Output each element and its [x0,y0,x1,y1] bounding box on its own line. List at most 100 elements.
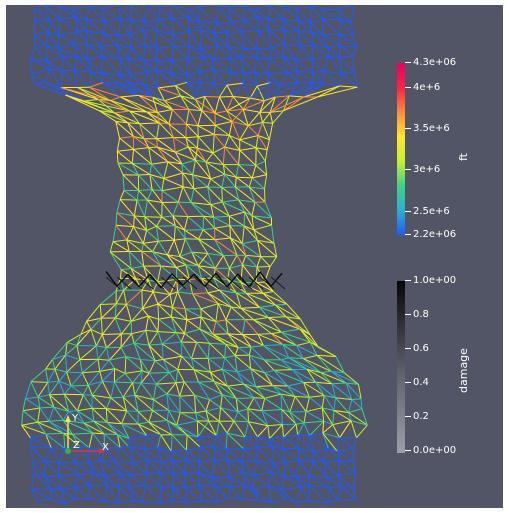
mesh-edge [214,239,238,256]
mesh-edge [252,174,267,179]
mesh-edge [257,333,283,346]
mesh-edge [337,451,341,462]
mesh-edge [177,369,185,383]
mesh-edge [180,342,183,357]
mesh-edge [131,163,139,176]
mesh-edge [156,45,175,49]
mesh-edge [264,372,288,387]
mesh-edge [186,434,198,438]
mesh-edge [156,48,158,61]
mesh-edge [281,486,302,491]
mesh-edge [115,224,134,228]
mesh-edge [244,211,253,217]
mesh-edge [197,436,201,448]
damage-colorbar-gradient [397,281,405,453]
mesh-edge [156,137,174,140]
mesh-edge [218,96,228,112]
mesh-edge [84,99,99,102]
mesh-edge [231,21,242,33]
mesh-edge [256,256,262,268]
mesh-edge [214,239,224,256]
mesh-edge [121,423,147,437]
mesh-edge [48,406,55,422]
mesh-plot[interactable] [6,5,503,508]
mesh-edge [215,435,227,450]
mesh-edge [58,475,76,489]
mesh-edge [256,57,270,60]
mesh-edge [187,47,191,59]
mesh-edge [212,32,219,46]
mesh-edge [58,380,65,395]
mesh-edge [197,265,203,279]
mesh-edge [120,473,131,476]
mesh-edge [226,97,251,112]
mesh-edge [222,147,226,165]
mesh-edge [99,34,106,47]
mesh-edge [305,407,323,413]
mesh-edge [177,291,193,295]
mesh-edge [199,317,202,330]
mesh-edge [215,421,220,436]
mesh-edge [181,355,195,370]
mesh-edge [180,341,192,359]
mesh-edge [339,437,355,449]
mesh-edge [204,83,216,97]
mesh-edge [314,451,324,462]
mesh-edge [119,74,130,84]
mesh-edge [214,83,228,86]
mesh-edge [214,267,228,280]
mesh-edge [231,56,240,60]
mesh-edge [328,487,338,501]
mesh-edge [350,420,368,426]
mesh-edge [176,264,186,268]
mesh-edge [199,447,216,461]
mesh-edge [45,477,51,489]
mesh-edge [142,29,158,49]
mesh-edge [314,447,329,453]
mesh-edge [147,199,163,203]
mesh-edge [254,5,271,11]
mesh-edge [275,304,287,318]
mesh-edge [199,459,216,463]
mesh-edge [204,96,216,114]
mesh-edge [122,382,134,398]
mesh-edge [303,422,311,436]
mesh-edge [237,411,249,423]
mesh-edge [299,318,311,335]
mesh-edge [191,251,216,269]
mesh-edge [220,407,239,413]
mesh-edge [188,109,199,126]
mesh-edge [148,343,163,346]
mesh-edge [269,256,278,267]
mesh-edge [125,304,132,322]
mesh-edge [187,70,200,76]
mesh-edge [129,110,140,125]
mesh-edge [267,19,270,31]
mesh-edge [77,410,95,422]
ft-colorbar-gradient [397,63,405,235]
mesh-edge [66,341,77,346]
mesh-edge [120,347,127,357]
mesh-edge [217,5,233,23]
mesh-edge [284,5,300,22]
mesh-edge [140,372,150,384]
mesh-edge [120,333,132,348]
mesh-edge [114,461,135,464]
mesh-edge [89,86,121,98]
mesh-edge [222,368,238,373]
mesh-edge [121,268,132,271]
mesh-edge [131,48,144,61]
mesh-edge [148,421,173,436]
mesh-edge [140,358,156,362]
mesh-edge [280,331,311,343]
mesh-edge [207,186,222,188]
render-viewport[interactable]: 4.3e+06 4e+6 3.5e+6 3e+6 2.5e+6 2.2e+06 … [6,5,503,508]
mesh-edge [216,497,228,503]
mesh-edge [128,475,131,487]
mesh-edge [53,406,69,412]
mesh-edge [257,122,263,136]
mesh-edge [156,138,176,153]
mesh-edge [224,173,237,178]
mesh-edge [227,333,252,348]
mesh-edge [168,410,178,426]
